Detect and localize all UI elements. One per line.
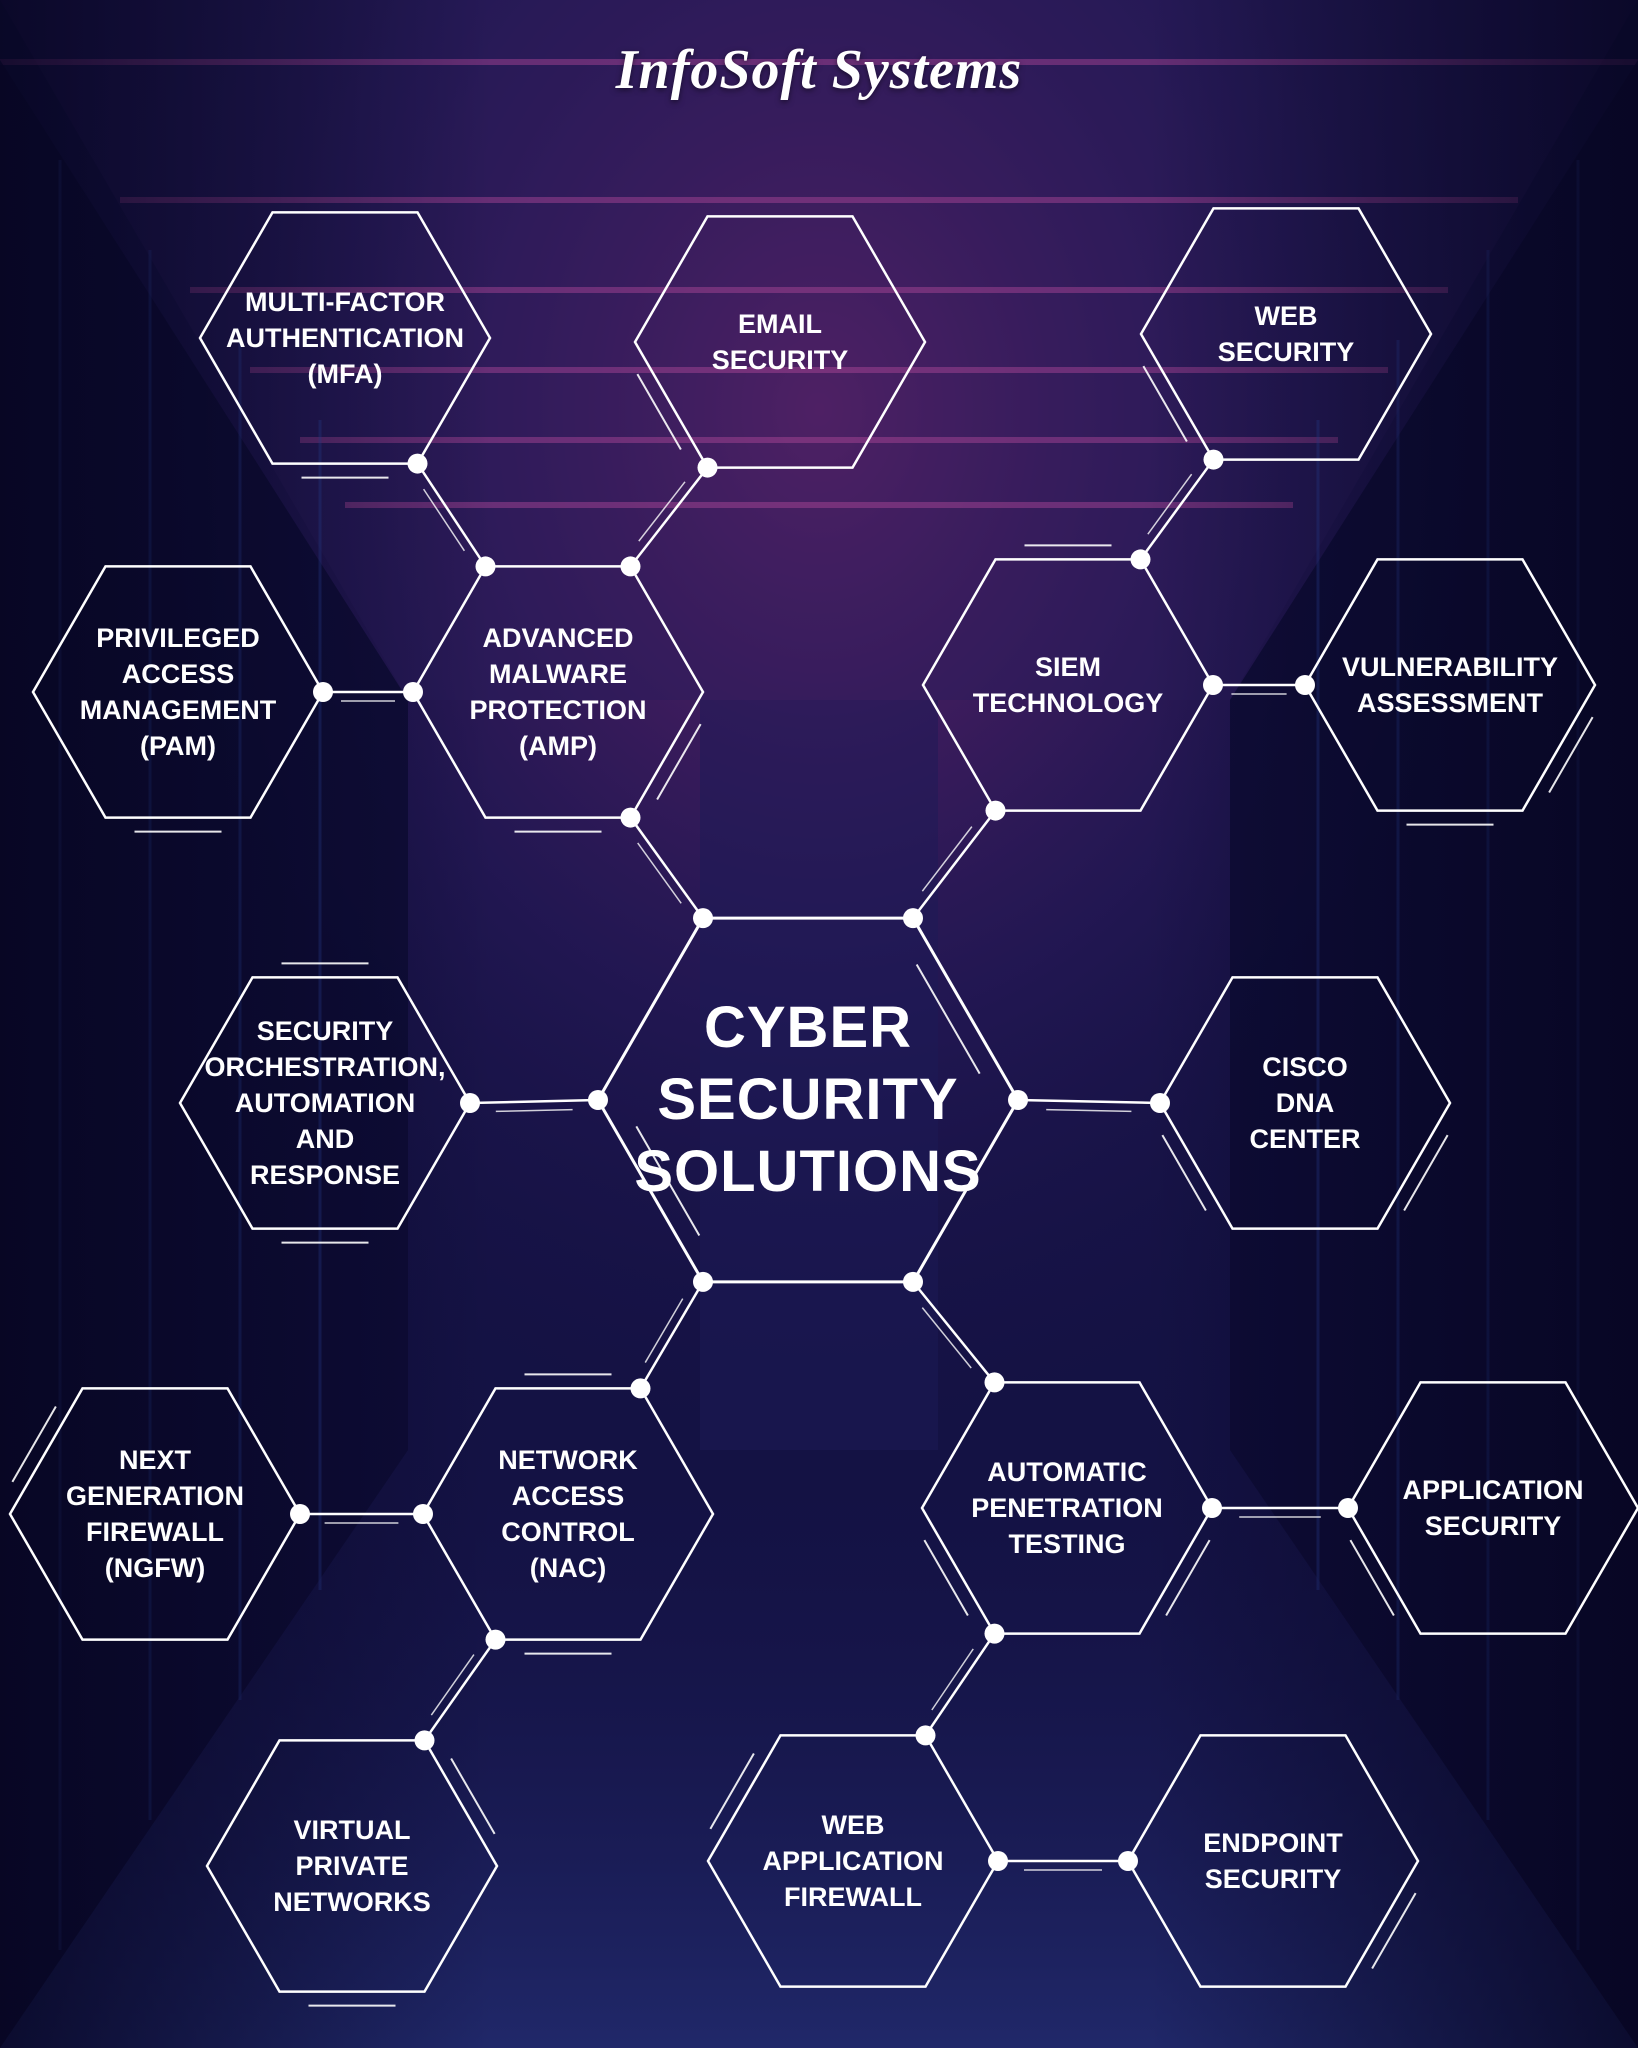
connection-dot <box>903 1271 923 1292</box>
connection-dot <box>693 1271 713 1292</box>
hex-label-application-security: APPLICATION SECURITY <box>1402 1475 1584 1541</box>
connector-web-siem <box>1139 458 1215 561</box>
connection-dot <box>1295 675 1315 695</box>
hex-accent-center <box>915 964 981 1075</box>
hex-label-soar: SECURITY ORCHESTRATION, AUTOMATION AND R… <box>204 1016 446 1190</box>
connection-dot <box>620 807 641 828</box>
connector-accent-amp-center <box>637 842 682 904</box>
hex-label-automatic-penetration-testing: AUTOMATIC PENETRATION TESTING <box>971 1457 1163 1559</box>
hex-accent-dna <box>1403 1134 1449 1211</box>
connection-dot <box>985 800 1006 821</box>
connection-dot <box>588 1090 608 1110</box>
hex-accent-endpoint <box>1371 1892 1417 1969</box>
connection-dot <box>485 1629 506 1650</box>
connection-dot <box>407 453 428 474</box>
hex-label-mfa: MULTI-FACTOR AUTHENTICATION (MFA) <box>226 287 464 389</box>
hex-label-center: CYBER SECURITY SOLUTIONS <box>634 995 982 1204</box>
connector-accent-apt-waf <box>931 1648 974 1711</box>
hex-accent-appsec <box>1349 1539 1395 1616</box>
hex-accent-waf <box>709 1753 755 1830</box>
connector-accent-email-amp <box>638 481 686 542</box>
connection-dot <box>414 1730 435 1751</box>
hex-label-siem: SIEM TECHNOLOGY <box>972 652 1164 718</box>
connection-dot <box>1338 1498 1358 1518</box>
hex-label-amp: ADVANCED MALWARE PROTECTION (AMP) <box>469 623 647 761</box>
connector-soar-center <box>469 1098 599 1105</box>
connection-lines <box>300 458 1348 1871</box>
connector-amp-center <box>629 816 705 919</box>
connector-accent-mfa-amp <box>422 488 466 552</box>
connection-dot <box>1202 1498 1222 1518</box>
connection-dot <box>313 682 333 702</box>
connector-mfa-amp <box>416 462 487 568</box>
hexagon-pam <box>31 565 325 819</box>
connection-dot <box>1130 549 1151 570</box>
connector-accent-center-apt <box>921 1307 972 1369</box>
hex-accent-vpn <box>450 1758 496 1835</box>
connector-center-dna <box>1017 1098 1161 1105</box>
connection-dot <box>413 1504 433 1524</box>
connection-dot <box>988 1851 1008 1871</box>
connector-accent-siem-center <box>921 826 973 892</box>
hex-label-nac: NETWORK ACCESS CONTROL (NAC) <box>498 1445 638 1583</box>
connection-dot <box>1118 1851 1138 1871</box>
hex-accent-va <box>1548 716 1594 793</box>
hexagon-soar <box>178 976 472 1230</box>
connector-siem-center <box>912 809 997 919</box>
connection-dot <box>697 457 718 478</box>
connector-center-apt <box>912 1281 996 1384</box>
hex-label-vulnerability-assessment: VULNERABILITY ASSESSMENT <box>1342 652 1558 718</box>
connection-dot <box>915 1725 936 1746</box>
connector-accent-center-nac <box>644 1298 684 1363</box>
connector-accent-nac-vpn <box>430 1654 475 1716</box>
hex-accent-web <box>1142 365 1188 442</box>
hex-label-vpn: VIRTUAL PRIVATE NETWORKS <box>273 1815 431 1917</box>
connector-center-nac <box>639 1281 705 1390</box>
connector-accent-soar-center <box>495 1108 573 1113</box>
hex-accent-email <box>636 373 682 450</box>
connector-apt-waf <box>924 1632 996 1737</box>
hex-label-endpoint-security: ENDPOINT SECURITY <box>1203 1828 1343 1894</box>
connector-email-amp <box>629 466 709 568</box>
hex-accent-apt <box>923 1539 969 1616</box>
connection-dot <box>290 1504 310 1524</box>
connection-dot <box>630 1378 651 1399</box>
hexagon-apt <box>920 1381 1214 1635</box>
connection-dot <box>903 908 923 929</box>
connection-dot <box>460 1093 480 1113</box>
hex-label-ngfw: NEXT GENERATION FIREWALL (NGFW) <box>65 1445 244 1583</box>
hex-accent-apt <box>1165 1539 1211 1616</box>
connection-dot <box>620 556 641 577</box>
hex-label-web-security: WEB SECURITY <box>1217 301 1355 367</box>
hexagon-ngfw <box>8 1387 302 1641</box>
hex-accent-ngfw <box>11 1406 57 1483</box>
hex-label-pam: PRIVILEGED ACCESS MANAGEMENT (PAM) <box>79 623 277 761</box>
connection-dot <box>984 1623 1005 1644</box>
connection-dot <box>403 682 423 702</box>
hex-label-cisco-dna-center: CISCO DNA CENTER <box>1249 1052 1361 1154</box>
hex-accent-amp <box>656 723 702 800</box>
hexagon-web <box>1139 207 1433 461</box>
brand-logo-text: InfoSoft Systems <box>615 39 1023 101</box>
hexagon-email <box>633 215 927 469</box>
connection-dot <box>1203 675 1223 695</box>
connector-nac-vpn <box>423 1638 497 1742</box>
connector-accent-web-siem <box>1147 473 1193 535</box>
connection-dot <box>693 908 713 929</box>
hex-accent-center <box>635 1125 701 1236</box>
connection-dot <box>1150 1093 1170 1113</box>
hex-label-web-application-firewall: WEB APPLICATION FIREWALL <box>762 1810 944 1912</box>
hex-accent-dna <box>1161 1134 1207 1211</box>
connection-dot <box>984 1372 1005 1393</box>
connection-dot <box>475 556 496 577</box>
hex-label-email-security: EMAIL SECURITY <box>711 309 849 375</box>
connection-dot <box>1203 449 1224 470</box>
hexagon-accent-lines <box>11 365 1594 2007</box>
connector-accent-center-dna <box>1046 1108 1132 1113</box>
connection-dots <box>290 449 1358 1871</box>
connection-dot <box>1008 1090 1028 1110</box>
